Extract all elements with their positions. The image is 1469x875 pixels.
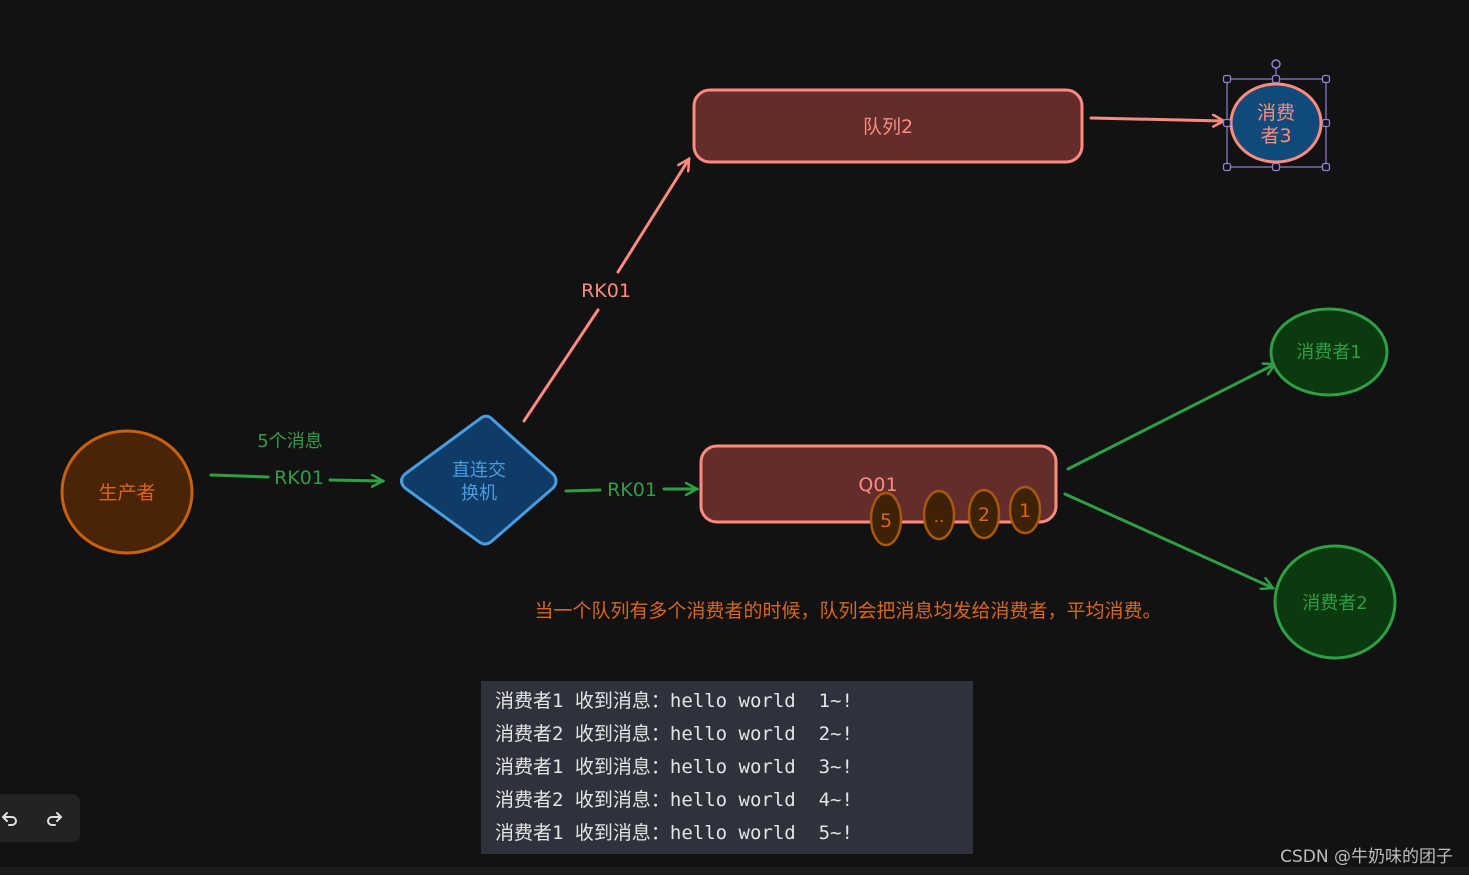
consumer3-label-line2: 者3 [1260,125,1291,147]
consumer2-node[interactable]: 消费者2 [1273,544,1397,660]
edge-exchange-queue2[interactable]: RK01 [522,159,691,423]
resize-handle[interactable] [1222,74,1232,84]
queue1-label: Q01 [858,474,897,496]
message-1[interactable]: 1 [1008,485,1042,535]
edge-exchange-queue1[interactable]: RK01 [564,479,697,501]
message-ellipsis[interactable]: .. [922,489,956,541]
note-text: 当一个队列有多个消费者的时候，队列会把消息均发给消费者，平均消费。 [534,600,1161,622]
edge-label-rk01: RK01 [581,280,631,302]
resize-handle[interactable] [1321,74,1331,84]
message-5[interactable]: 5 [869,491,903,547]
resize-handle[interactable] [1321,162,1331,172]
edge-label-rk01: RK01 [274,467,324,489]
edge-label-rk01: RK01 [607,479,657,501]
message-2[interactable]: 2 [967,488,1001,540]
consumer3-label-line1: 消费 [1257,102,1295,124]
consumer3-node[interactable]: 消费 者3 [1229,82,1323,164]
console-output: 消费者1 收到消息：hello world 1~! 消费者2 收到消息：hell… [481,681,973,854]
producer-label: 生产者 [98,482,155,504]
selection-box[interactable] [1222,59,1331,172]
queue2-label: 队列2 [863,116,913,138]
message-label: 5 [880,510,892,532]
message-label: 1 [1019,500,1031,522]
consumer1-node[interactable]: 消费者1 [1269,307,1389,397]
console-line: 消费者1 收到消息：hello world 5~! [495,822,853,844]
console-line: 消费者1 收到消息：hello world 3~! [495,756,853,778]
rotate-handle[interactable] [1271,59,1281,69]
resize-handle[interactable] [1271,162,1281,172]
exchange-label-line2: 换机 [461,483,497,504]
message-label: 2 [978,504,990,526]
resize-handle[interactable] [1222,162,1232,172]
edge-label-message-count: 5个消息 [257,431,322,452]
message-label: .. [934,507,945,527]
exchange-node[interactable]: 直连交 换机 [400,414,558,546]
bottom-bar [0,867,1469,875]
queue1-node[interactable]: Q01 [699,444,1058,524]
console-line: 消费者1 收到消息：hello world 1~! [495,690,853,712]
queue2-node[interactable]: 队列2 [692,88,1084,164]
producer-node[interactable]: 生产者 [60,429,194,555]
resize-handle[interactable] [1321,118,1331,128]
consumer2-label: 消费者2 [1302,593,1367,614]
redo-icon[interactable] [42,806,66,830]
exchange-label-line1: 直连交 [452,460,506,481]
undo-icon[interactable] [0,806,22,830]
edge-queue2-consumer3[interactable] [1089,118,1224,121]
undo-redo-toolbar [0,794,80,842]
edge-queue1-consumer2[interactable] [1063,492,1273,588]
edge-producer-exchange[interactable]: RK01 5个消息 [209,431,383,489]
console-line: 消费者2 收到消息：hello world 2~! [495,723,853,745]
resize-handle[interactable] [1222,118,1232,128]
resize-handle[interactable] [1271,74,1281,84]
edge-queue1-consumer1[interactable] [1066,364,1275,471]
watermark: CSDN @牛奶味的团子 [1280,847,1453,867]
consumer1-label: 消费者1 [1296,342,1361,363]
console-line: 消费者2 收到消息：hello world 4~! [495,789,853,811]
